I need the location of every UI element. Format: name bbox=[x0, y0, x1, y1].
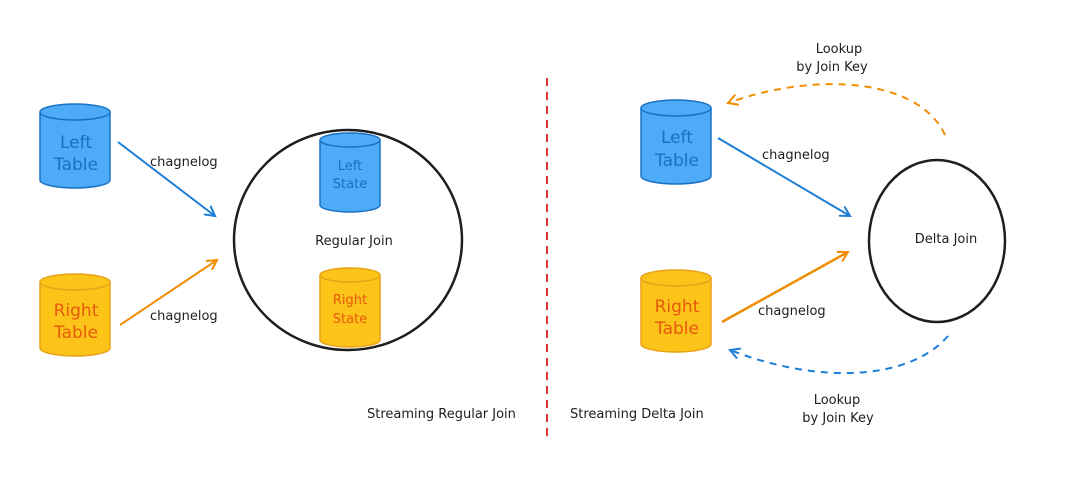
streaming-delta-join-caption: Streaming Delta Join bbox=[570, 407, 704, 422]
right-state-cylinder: Right State bbox=[319, 267, 381, 348]
delta-left-changelog-arrow bbox=[717, 137, 850, 216]
lookup-bottom-label-line2: by Join Key bbox=[802, 411, 874, 426]
delta-right-changelog-arrow bbox=[721, 250, 848, 324]
right-table-label-line1: Right bbox=[54, 301, 99, 321]
delta-right-table-label-line1: Right bbox=[655, 297, 700, 317]
right-changelog-label: chagnelog bbox=[150, 309, 218, 324]
lookup-top-label-line1: Lookup bbox=[816, 42, 863, 57]
delta-join-label: Delta Join bbox=[915, 232, 977, 247]
left-table-label-line1: Left bbox=[60, 133, 92, 153]
lookup-bottom-label-line1: Lookup bbox=[814, 393, 861, 408]
left-table-cylinder: Left Table bbox=[39, 103, 111, 189]
lookup-top-label-line2: by Join Key bbox=[796, 60, 868, 75]
delta-left-table-label-line1: Left bbox=[661, 128, 693, 148]
delta-join-circle bbox=[867, 158, 1007, 324]
right-table-label-line2: Table bbox=[53, 323, 98, 343]
right-changelog-arrow bbox=[119, 260, 217, 326]
left-state-label-line1: Left bbox=[338, 159, 362, 174]
left-changelog-arrow bbox=[117, 141, 215, 216]
lookup-bottom-arrow bbox=[730, 335, 949, 375]
delta-left-changelog-label: chagnelog bbox=[762, 148, 830, 163]
delta-left-table-cylinder: Left Table bbox=[640, 99, 712, 185]
left-table-label-line2: Table bbox=[53, 155, 98, 175]
regular-join-label: Regular Join bbox=[315, 234, 393, 249]
right-table-cylinder: Right Table bbox=[39, 273, 111, 357]
regular-join-circle bbox=[232, 128, 464, 352]
delta-right-table-label-line2: Table bbox=[654, 319, 699, 339]
delta-right-changelog-label: chagnelog bbox=[758, 304, 826, 319]
delta-right-table-cylinder: Right Table bbox=[640, 269, 712, 353]
lookup-top-arrow bbox=[728, 83, 946, 136]
right-state-label-line2: State bbox=[333, 312, 367, 327]
left-state-label-line2: State bbox=[333, 177, 367, 192]
left-changelog-label: chagnelog bbox=[150, 155, 218, 170]
right-state-label-line1: Right bbox=[333, 293, 367, 308]
streaming-regular-join-caption: Streaming Regular Join bbox=[367, 407, 516, 422]
delta-left-table-label-line2: Table bbox=[654, 151, 699, 171]
left-state-cylinder: Left State bbox=[319, 132, 381, 213]
